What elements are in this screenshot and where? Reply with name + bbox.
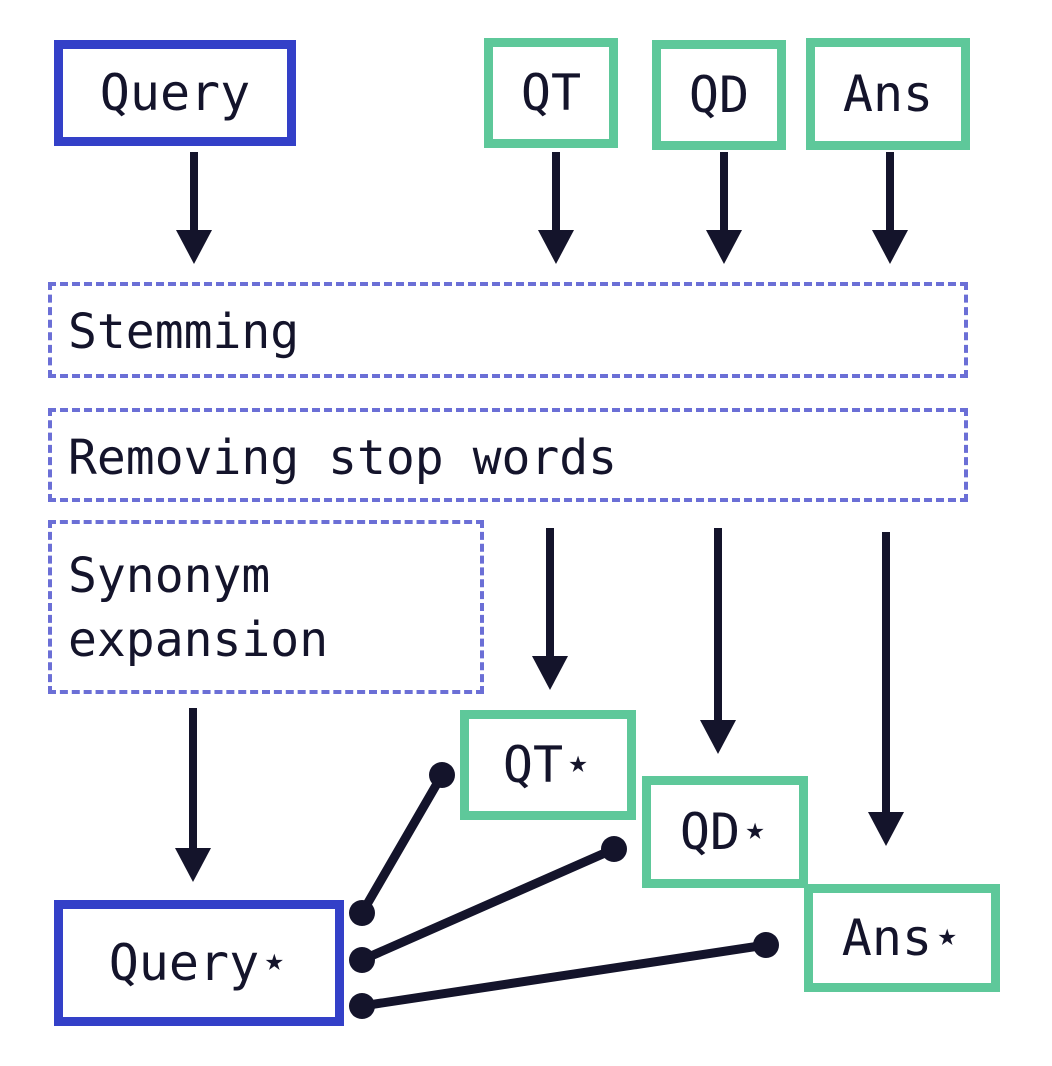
query-star-box: Query⋆ (54, 900, 344, 1026)
link-query-star-qd-star (357, 844, 619, 965)
arrow-qd-to-stemming-head (706, 230, 742, 264)
arrow-stopwords-to-qd-star-head (700, 720, 736, 754)
qt-star-box: QT⋆ (460, 710, 636, 820)
link-query-star-ans-star-end-dot (753, 932, 779, 958)
qt-input-box: QT (484, 38, 618, 148)
link-query-star-qd-star-start-dot (349, 947, 375, 973)
qd-star-box: QD⋆ (642, 776, 808, 888)
stop-words-step-label: Removing stop words (68, 430, 618, 486)
synonym-expansion-step-label: Synonym expansion (68, 548, 329, 668)
stemming-step: Stemming (48, 282, 968, 378)
query-input-box: Query (54, 40, 296, 146)
synonym-expansion-step: Synonym expansion (48, 520, 484, 694)
arrow-synonym-to-query-star-head (175, 848, 211, 882)
ans-input-box: Ans (806, 38, 970, 150)
qd-input-label: QD (688, 66, 750, 124)
qt-star-label: QT⋆ (502, 736, 594, 794)
query-input-label: Query (99, 64, 251, 122)
link-query-star-qd-star-end-dot (601, 836, 627, 862)
qd-star-label: QD⋆ (679, 803, 771, 861)
qd-input-box: QD (652, 40, 786, 150)
arrow-qt-to-stemming-head (538, 230, 574, 264)
arrow-stopwords-to-qt-star-head (532, 656, 568, 690)
link-query-star-qt-star (357, 770, 447, 918)
link-query-star-ans-star (357, 940, 771, 1011)
qt-input-label: QT (520, 64, 582, 122)
query-star-label: Query⋆ (108, 934, 290, 992)
arrow-query-to-stemming-head (176, 230, 212, 264)
arrow-ans-to-stemming-head (872, 230, 908, 264)
ans-star-box: Ans⋆ (804, 884, 1000, 992)
ans-input-label: Ans (842, 65, 934, 123)
stemming-step-label: Stemming (68, 304, 300, 360)
link-query-star-qt-star-end-dot (429, 762, 455, 788)
link-query-star-ans-star-start-dot (349, 993, 375, 1019)
link-query-star-qt-star-start-dot (349, 900, 375, 926)
arrow-stopwords-to-ans-star-head (868, 812, 904, 846)
stop-words-step: Removing stop words (48, 408, 968, 502)
ans-star-label: Ans⋆ (841, 909, 963, 967)
